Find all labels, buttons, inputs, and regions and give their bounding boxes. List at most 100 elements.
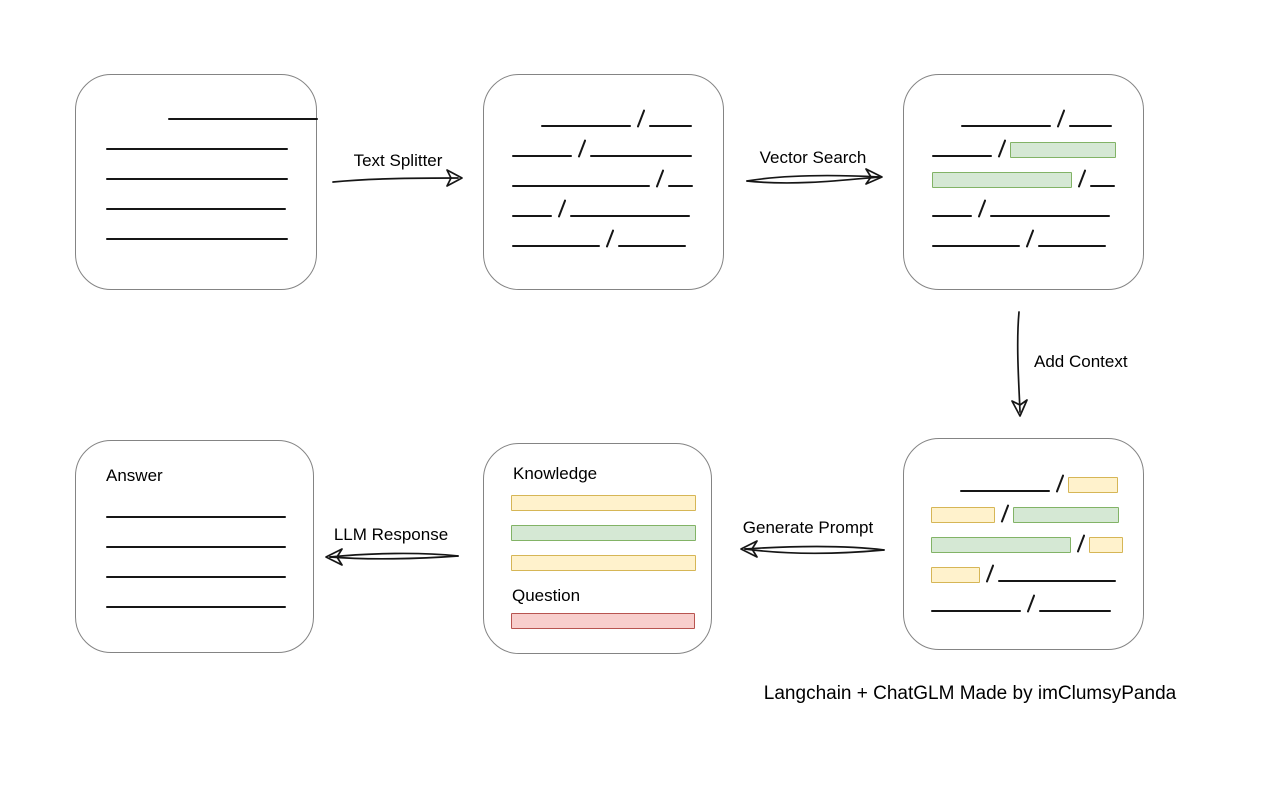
text-line <box>106 148 288 150</box>
text-line <box>106 208 286 210</box>
generate-prompt-label: Generate Prompt <box>742 518 874 537</box>
text-row <box>511 481 696 511</box>
yellow-chunk <box>931 567 980 583</box>
answer-title: Answer <box>106 466 163 485</box>
text-line <box>106 178 288 180</box>
split-chunks-box <box>483 74 724 290</box>
text-row <box>106 519 286 549</box>
text-splitter-arrow <box>332 169 463 187</box>
llm-response-label: LLM Response <box>333 525 449 544</box>
text-line <box>168 118 318 120</box>
vector-search-label: Vector Search <box>759 148 867 167</box>
text-row <box>106 151 318 181</box>
text-row <box>106 489 286 519</box>
text-line <box>1069 125 1112 127</box>
generate-prompt-arrow <box>740 540 885 558</box>
text-row <box>932 98 1116 128</box>
text-slash <box>984 565 994 583</box>
text-slash <box>1055 110 1065 128</box>
green-chunk <box>1010 142 1116 158</box>
split-chunk-lines <box>512 98 693 248</box>
text-row <box>932 218 1116 248</box>
answer-lines <box>106 489 286 609</box>
text-slash <box>1054 475 1064 493</box>
text-row <box>106 211 318 241</box>
add-context-label: Add Context <box>1034 352 1128 371</box>
green-chunk <box>931 537 1071 553</box>
text-slash <box>635 110 645 128</box>
text-line <box>106 606 286 608</box>
text-slash <box>654 170 664 188</box>
text-line <box>931 610 1021 612</box>
text-row <box>512 218 693 248</box>
text-line <box>512 185 650 187</box>
text-row <box>931 523 1123 553</box>
text-slash <box>976 200 986 218</box>
text-row <box>931 463 1123 493</box>
answer-box: Answer <box>75 440 314 653</box>
text-row <box>932 188 1116 218</box>
caption: Langchain + ChatGLM Made by imClumsyPand… <box>763 683 1177 704</box>
llm-response-arrow <box>325 548 459 566</box>
text-row <box>106 549 286 579</box>
text-row <box>106 121 318 151</box>
add-context-arrow <box>1011 311 1028 417</box>
text-row <box>512 158 693 188</box>
text-row <box>932 158 1116 188</box>
text-line <box>932 245 1020 247</box>
knowledge-label: Knowledge <box>513 464 598 483</box>
text-splitter-label: Text Splitter <box>353 151 443 170</box>
text-line <box>990 215 1110 217</box>
text-line <box>618 245 686 247</box>
prompt-box: Knowledge Question <box>483 443 712 654</box>
text-line <box>1038 245 1106 247</box>
text-line <box>512 155 572 157</box>
green-chunk <box>932 172 1072 188</box>
text-line <box>106 238 288 240</box>
source-document-box <box>75 74 318 290</box>
document-lines <box>106 91 318 241</box>
text-line <box>570 215 690 217</box>
context-chunks-box <box>903 438 1144 650</box>
yellow-chunk <box>511 495 696 511</box>
green-chunk <box>1013 507 1119 523</box>
yellow-chunk <box>1068 477 1118 493</box>
text-slash <box>1075 535 1085 553</box>
text-row <box>512 188 693 218</box>
text-row <box>106 181 318 211</box>
text-line <box>106 576 286 578</box>
text-line <box>512 245 600 247</box>
question-bar <box>511 599 695 629</box>
text-row <box>931 493 1123 523</box>
yellow-chunk <box>931 507 995 523</box>
text-slash <box>604 230 614 248</box>
text-slash <box>1024 230 1034 248</box>
vector-search-arrow <box>746 168 883 185</box>
context-chunk-lines <box>931 463 1123 613</box>
vector-matched-box <box>903 74 1144 290</box>
text-line <box>106 546 286 548</box>
text-slash <box>1025 595 1035 613</box>
text-row <box>931 553 1123 583</box>
text-row <box>106 579 286 609</box>
green-chunk <box>511 525 696 541</box>
text-line <box>1039 610 1111 612</box>
yellow-chunk <box>1089 537 1123 553</box>
vector-matched-lines <box>932 98 1116 248</box>
red-chunk <box>511 613 695 629</box>
text-line <box>106 516 286 518</box>
yellow-chunk <box>511 555 696 571</box>
text-line <box>541 125 631 127</box>
text-slash <box>996 140 1006 158</box>
text-row <box>106 91 318 121</box>
text-slash <box>1076 170 1086 188</box>
text-line <box>960 490 1050 492</box>
question-label: Question <box>512 586 581 605</box>
text-line <box>649 125 692 127</box>
text-slash <box>556 200 566 218</box>
text-line <box>961 125 1051 127</box>
text-slash <box>999 505 1009 523</box>
text-line <box>1090 185 1115 187</box>
text-line <box>668 185 693 187</box>
